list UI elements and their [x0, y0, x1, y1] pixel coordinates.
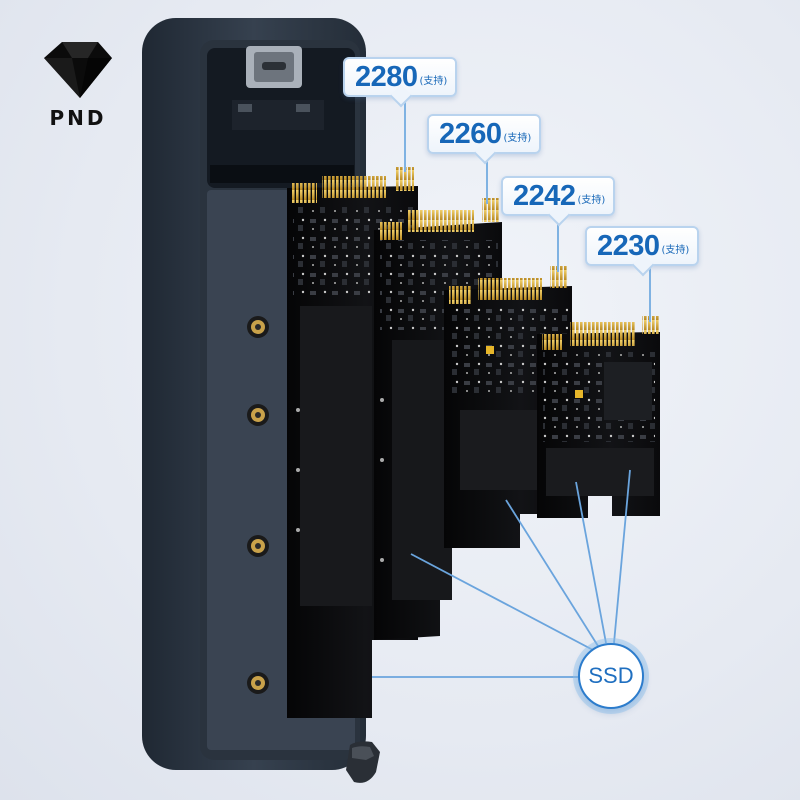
size-tag-number: 2230 [597, 229, 660, 262]
size-tag-2280: 2280 (支持) [343, 57, 458, 108]
tag-pointer-lines [404, 100, 651, 322]
ssd-card-2230 [537, 316, 660, 518]
size-tag-note: (支持) [419, 75, 448, 87]
size-tag-number: 2242 [513, 179, 576, 212]
size-tag-number: 2260 [439, 117, 502, 150]
usb-c-port [246, 46, 302, 88]
ssd-callout-label: SSD [588, 663, 634, 688]
size-tag-2242: 2242 (支持) [501, 176, 616, 227]
brand-name: PND [49, 106, 107, 130]
size-tag-2260: 2260 (支持) [427, 114, 542, 165]
size-tag-note: (支持) [577, 194, 606, 206]
size-tag-note: (支持) [503, 132, 532, 144]
size-tag-note: (支持) [661, 244, 690, 256]
rubber-plug [346, 741, 380, 783]
ssd-callout-lines [372, 469, 631, 678]
mounting-screws [247, 316, 269, 694]
diamond-icon [44, 42, 112, 98]
size-tag-2230: 2230 (支持) [585, 226, 700, 277]
ssd-callout-badge: SSD [578, 643, 644, 709]
size-tag-number: 2280 [355, 60, 418, 93]
